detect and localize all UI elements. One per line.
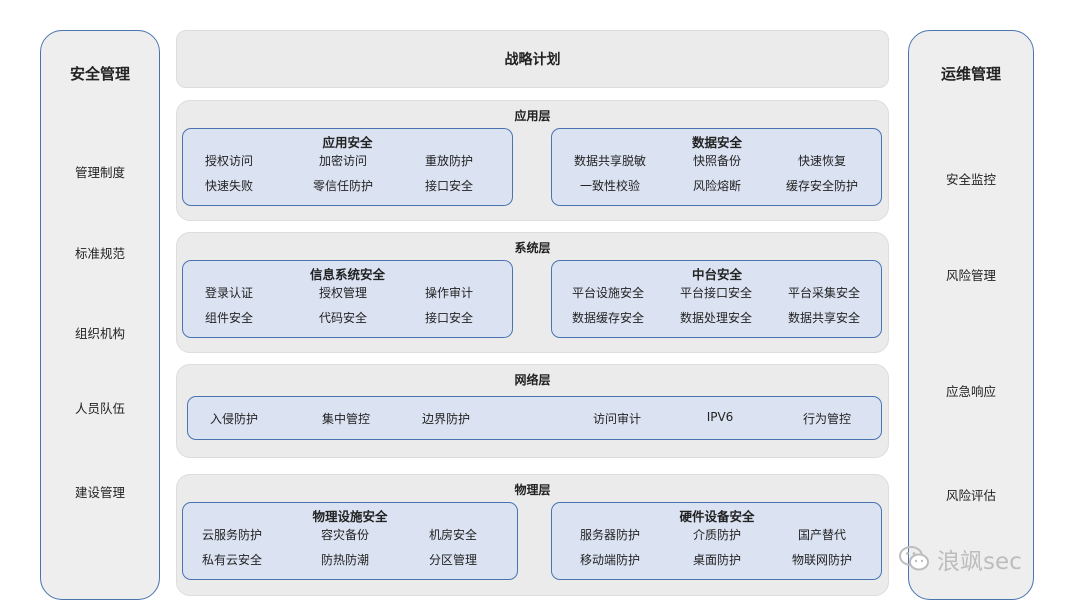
physical-facility-security-title: 物理设施安全 [312,509,388,524]
operations-management-column: 运维管理 安全监控 风险管理 应急响应 风险评估 [908,30,1034,600]
cell-boundary-protection: 边界防护 [421,412,470,426]
middle-platform-security-title: 中台安全 [691,267,742,282]
cell-replay-protection: 重放防护 [424,154,473,168]
physical-facility-security-panel: 物理设施安全 云服务防护 容灾备份 机房安全 私有云安全 防热防潮 分区管理 [182,502,518,580]
cell-datacenter-security: 机房安全 [428,528,477,542]
hardware-security-title: 硬件设备安全 [679,509,755,524]
cell-fail-fast: 快速失败 [204,179,253,193]
cell-desktop-protection: 桌面防护 [692,553,741,567]
cell-code-security: 代码安全 [318,311,367,325]
cell-domestic-substitution: 国产替代 [797,528,846,542]
cell-zone-management: 分区管理 [428,553,477,567]
cell-consistency-check: 一致性校验 [579,179,640,193]
cell-platform-facility-security: 平台设施安全 [571,286,644,300]
cell-fast-recovery: 快速恢复 [797,154,846,168]
right-item-monitoring: 安全监控 [945,172,996,187]
system-layer: 系统层 信息系统安全 登录认证 授权管理 操作审计 组件安全 代码安全 接口安全… [176,232,889,353]
application-layer-title: 应用层 [514,109,551,123]
hardware-security-panel: 硬件设备安全 服务器防护 介质防护 国产替代 移动端防护 桌面防护 物联网防护 [551,502,882,580]
application-security-title: 应用安全 [322,135,373,150]
middle-platform-security-panel: 中台安全 平台设施安全 平台接口安全 平台采集安全 数据缓存安全 数据处理安全 … [551,260,882,338]
cell-component-security: 组件安全 [204,311,253,325]
cell-data-cache-security: 数据缓存安全 [571,311,644,325]
application-security-panel: 应用安全 授权访问 加密访问 重放防护 快速失败 零信任防护 接口安全 [182,128,513,206]
cell-snapshot-backup: 快照备份 [692,154,741,168]
cell-private-cloud-security: 私有云安全 [201,553,262,567]
cell-interface-security-2: 接口安全 [424,311,473,325]
cell-iot-protection: 物联网防护 [791,553,852,567]
security-management-title: 安全管理 [69,65,130,83]
system-layer-title: 系统层 [514,241,551,255]
cell-media-protection: 介质防护 [692,528,741,542]
left-item-standards: 标准规范 [74,246,125,261]
cell-behavior-control: 行为管控 [802,412,851,426]
information-system-security-panel: 信息系统安全 登录认证 授权管理 操作审计 组件安全 代码安全 接口安全 [182,260,513,338]
left-item-personnel: 人员队伍 [74,401,125,416]
left-item-construction: 建设管理 [74,485,125,500]
cell-centralized-control: 集中管控 [321,412,370,426]
left-item-organization: 组织机构 [74,326,125,341]
application-layer: 应用层 应用安全 授权访问 加密访问 重放防护 快速失败 零信任防护 接口安全 … [176,100,889,221]
cell-interface-security: 接口安全 [424,179,473,193]
cell-heat-moisture-protection: 防热防潮 [320,553,369,567]
cell-disaster-backup: 容灾备份 [320,528,369,542]
cell-cache-security: 缓存安全防护 [785,179,858,193]
cell-access-audit: 访问审计 [592,412,641,426]
strategy-plan-bar: 战略计划 [176,30,889,88]
cell-authorization-management: 授权管理 [318,286,367,300]
cell-platform-collection-security: 平台采集安全 [787,286,860,300]
data-security-title: 数据安全 [691,135,742,150]
cell-operation-audit: 操作审计 [424,286,473,300]
data-security-panel: 数据安全 数据共享脱敏 快照备份 快速恢复 一致性校验 风险熔断 缓存安全防护 [551,128,882,206]
network-security-panel: 入侵防护 集中管控 边界防护 访问审计 IPV6 行为管控 [187,396,882,440]
physical-layer-title: 物理层 [514,483,551,497]
cell-risk-circuit-breaker: 风险熔断 [692,179,741,193]
right-item-risk-management: 风险管理 [945,268,996,283]
information-system-security-title: 信息系统安全 [309,267,385,282]
cell-encrypted-access: 加密访问 [318,154,367,168]
cell-data-sharing-security: 数据共享安全 [787,311,860,325]
cell-authorized-access: 授权访问 [204,154,253,168]
cell-zero-trust: 零信任防护 [312,179,373,193]
right-item-risk-assessment: 风险评估 [945,488,996,503]
cell-mobile-protection: 移动端防护 [579,553,640,567]
wechat-icon [899,546,929,571]
security-management-column: 安全管理 管理制度 标准规范 组织机构 人员队伍 建设管理 [40,30,160,600]
cell-login-auth: 登录认证 [204,286,253,300]
cell-platform-interface-security: 平台接口安全 [679,286,752,300]
physical-layer: 物理层 物理设施安全 云服务防护 容灾备份 机房安全 私有云安全 防热防潮 分区… [176,474,889,596]
operations-management-title: 运维管理 [940,65,1001,83]
network-layer-title: 网络层 [514,373,551,387]
network-layer: 网络层 入侵防护 集中管控 边界防护 访问审计 IPV6 行为管控 [176,364,889,458]
watermark-text: 浪飒sec [937,549,1022,575]
cell-data-processing-security: 数据处理安全 [679,311,752,325]
cell-data-sharing-masking: 数据共享脱敏 [573,154,646,168]
right-item-emergency-response: 应急响应 [945,384,996,399]
cell-intrusion-protection: 入侵防护 [209,412,258,426]
cell-server-protection: 服务器防护 [579,528,640,542]
cell-cloud-service-protection: 云服务防护 [201,528,262,542]
watermark: 浪飒sec [898,538,1022,580]
left-item-management-system: 管理制度 [74,165,125,180]
cell-ipv6: IPV6 [706,410,734,424]
